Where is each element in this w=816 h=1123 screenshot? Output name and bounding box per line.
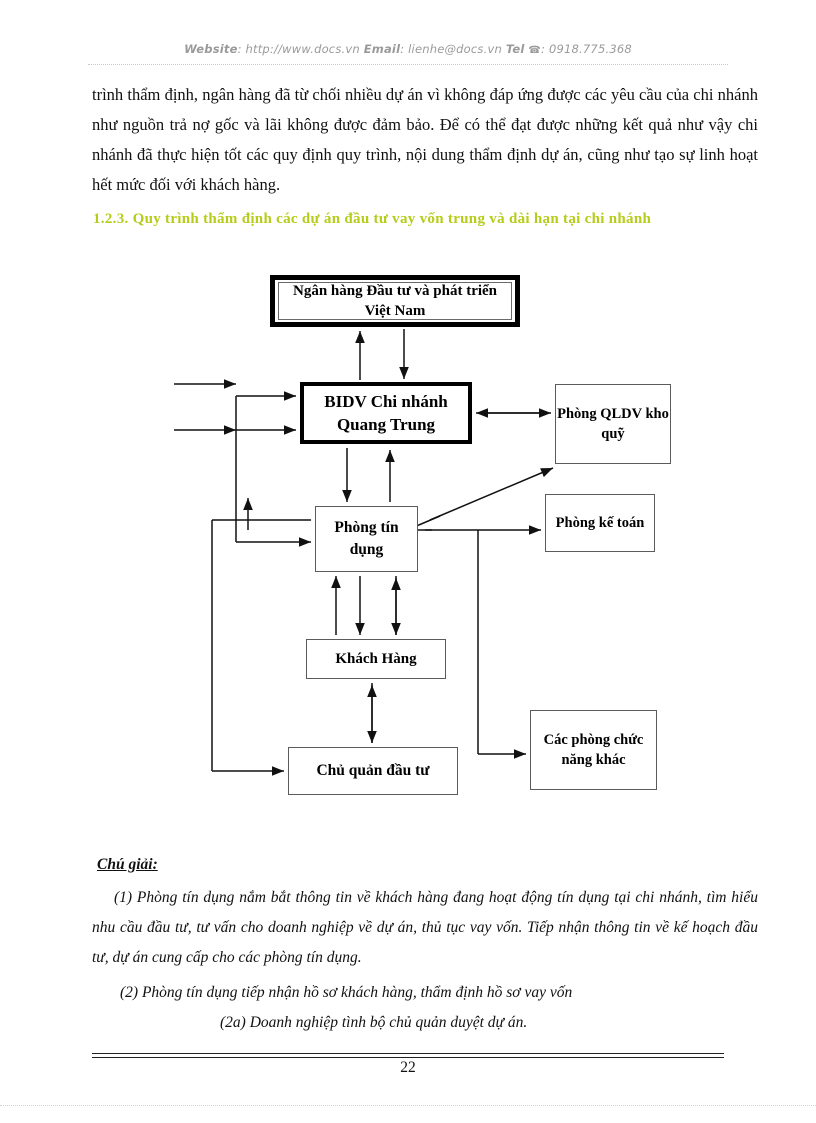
node-other-departments: Các phòng chức năng khác (530, 710, 657, 790)
header-website-label: Website (184, 42, 238, 56)
header-email-label: Email (363, 42, 401, 56)
header-tel-label: Tel (505, 42, 525, 56)
node-head-bank-label: Ngân hàng Đầu tư và phát triển Việt Nam (278, 282, 512, 320)
telephone-icon: ☎ (528, 45, 542, 56)
header-tel-value: : 0918.775.368 (541, 42, 632, 56)
page-bottom-border (0, 1105, 816, 1106)
section-heading: 1.2.3. Quy trình thẩm định các dự án đầu… (93, 211, 652, 227)
header-email-value: : lienhe@docs.vn (400, 42, 502, 56)
node-investment-owner: Chủ quản đầu tư (288, 747, 458, 795)
node-head-bank: Ngân hàng Đầu tư và phát triển Việt Nam (270, 275, 520, 327)
node-accounting-dept: Phòng kế toán (545, 494, 655, 552)
node-customer: Khách Hàng (306, 639, 446, 679)
header-divider (88, 64, 728, 65)
legend-title: Chú giải: (97, 856, 158, 873)
legend-item-2: (2) Phòng tín dụng tiếp nhận hồ sơ khách… (120, 984, 573, 1001)
body-paragraph: trình thẩm định, ngân hàng đã từ chối nh… (92, 85, 758, 194)
footer-divider (92, 1053, 724, 1058)
process-flow-diagram: Ngân hàng Đầu tư và phát triển Việt Nam … (0, 258, 816, 828)
header-website-url: : http://www.docs.vn (237, 42, 360, 56)
node-bidv-branch: BIDV Chi nhánh Quang Trung (300, 382, 472, 444)
page-number: 22 (400, 1059, 416, 1076)
page-header: Website: http://www.docs.vn Email: lienh… (88, 42, 728, 56)
node-credit-dept: Phòng tín dụng (315, 506, 418, 572)
legend-item-1: (1) Phòng tín dụng nắm bắt thông tin về … (92, 889, 758, 966)
node-qldv-treasury: Phòng QLDV kho quỹ (555, 384, 671, 464)
legend-item-2a: (2a) Doanh nghiệp tình bộ chủ quản duyệt… (220, 1014, 528, 1031)
diagram-connectors (174, 329, 554, 776)
